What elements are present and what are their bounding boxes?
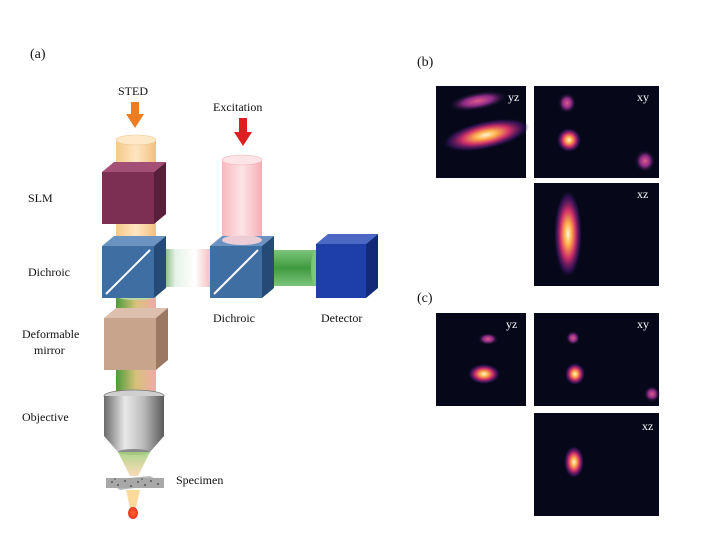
specimen-slab [106,476,164,490]
dichroic-left-label: Dichroic [28,265,70,279]
dichroic-center-label: Dichroic [213,311,255,325]
sted-label: STED [118,84,148,98]
focus-cone [118,452,150,476]
deformable-label-line2: mirror [34,343,65,357]
objective-label: Objective [22,410,69,424]
detector-label: Detector [321,311,362,325]
dichroic-left-cube [102,236,166,298]
image-c-xz: xz [534,413,659,516]
objective-lens [103,389,165,455]
image-c-yz: yz [436,313,526,406]
excitation-label: Excitation [213,100,262,114]
image-b-yz: yz [436,86,530,178]
image-b-xz-label: xz [637,187,648,201]
deformable-mirror-cube [104,308,168,370]
horizontal-beam-right [274,250,321,286]
image-c-xy-label: xy [637,317,649,331]
focal-spot [128,507,138,519]
image-b-xy: xy [534,86,659,178]
excitation-beam [221,154,263,242]
dichroic-center-cube [210,235,274,298]
sted-arrow [126,102,144,128]
panel-label-b: (b) [417,55,434,70]
image-c-yz-label: yz [506,317,517,331]
panel-label-a: (a) [30,47,46,62]
deformable-label-line1: Deformable [22,327,79,341]
image-c-xz-label: xz [642,419,653,433]
excitation-arrow [234,118,252,146]
specimen-label: Specimen [176,473,223,487]
slm-label: SLM [28,191,53,205]
detector-cube [316,234,378,298]
lower-cone [126,490,140,508]
slm-cube [102,162,166,224]
image-c-xy: xy [534,313,660,406]
image-b-yz-label: yz [508,90,519,104]
image-b-xy-label: xy [637,90,649,104]
panel-label-c: (c) [417,291,433,306]
image-b-xz: xz [534,183,659,286]
